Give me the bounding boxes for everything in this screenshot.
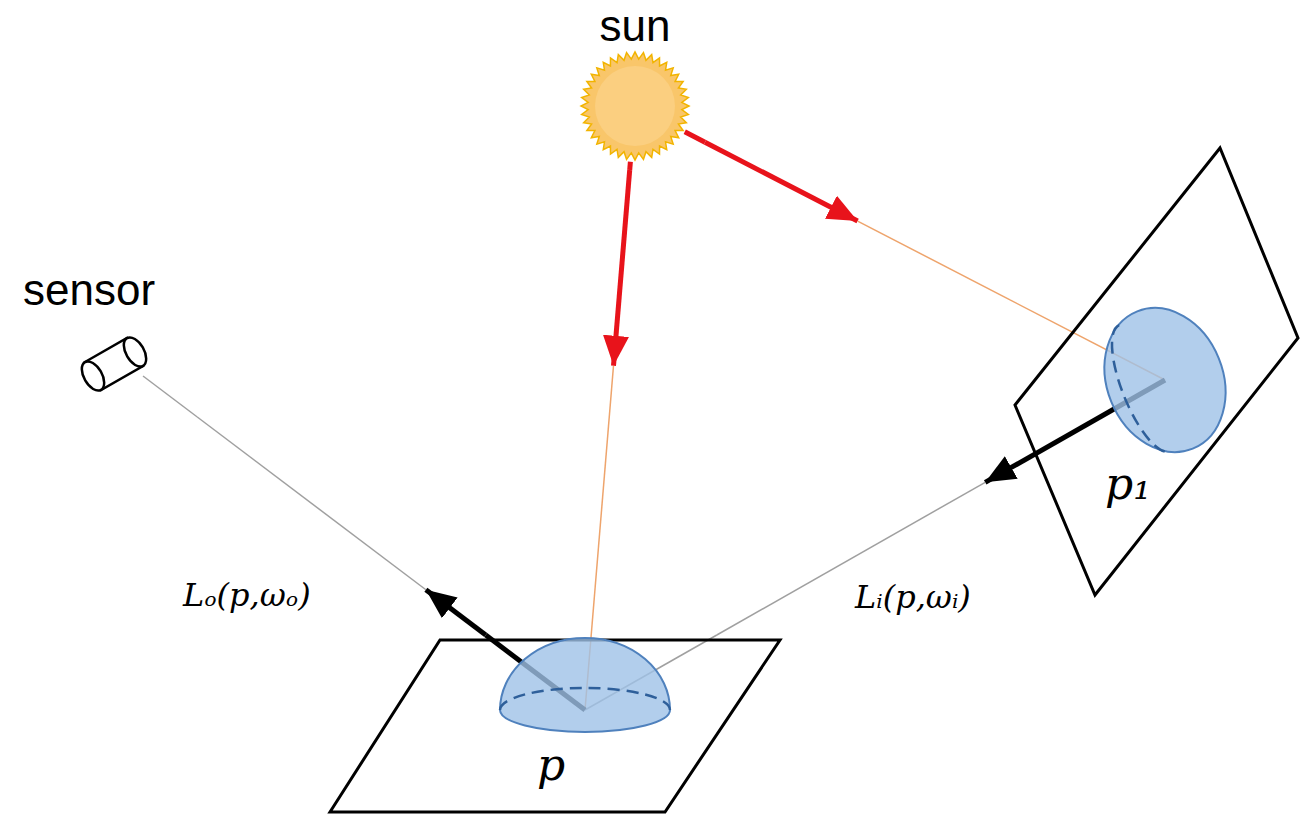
plane0-shape bbox=[325, 635, 787, 817]
hemisphere-base bbox=[500, 688, 670, 710]
hemisphere bbox=[1084, 290, 1247, 471]
ray-line bbox=[858, 221, 1010, 300]
ray-inner-segment bbox=[685, 132, 705, 142]
ray-line bbox=[717, 482, 985, 635]
ray-arrow bbox=[985, 468, 1010, 482]
light-ray bbox=[705, 142, 1010, 300]
ray-inner-segment bbox=[627, 162, 633, 170]
light-ray bbox=[717, 468, 1010, 635]
ray-arrow bbox=[426, 590, 486, 635]
plane1-shape bbox=[1010, 140, 1308, 602]
sun-node: sun bbox=[565, 2, 705, 170]
sun-disc bbox=[595, 66, 675, 146]
ray-arrow bbox=[705, 142, 858, 221]
ray-line bbox=[197, 417, 426, 590]
ray-line bbox=[591, 366, 613, 635]
sensor-icon bbox=[77, 334, 151, 395]
hemisphere bbox=[500, 638, 670, 732]
node-label: sensor bbox=[23, 268, 155, 312]
hemisphere-base bbox=[1099, 325, 1170, 459]
light-ray bbox=[591, 170, 629, 635]
radiance-label: Lₒ(p,ωₒ) bbox=[180, 578, 314, 613]
radiance-label: Lᵢ(p,ωᵢ) bbox=[852, 580, 974, 615]
surface-plane: p bbox=[325, 635, 787, 817]
ray-arrow bbox=[614, 170, 630, 366]
ray-inner-segment bbox=[143, 376, 197, 417]
surface-outline bbox=[1015, 148, 1298, 595]
node-label: p bbox=[537, 743, 565, 787]
surface-plane: p₁ bbox=[1010, 140, 1308, 602]
node-label: p₁ bbox=[1105, 462, 1151, 506]
sensor-node: sensor bbox=[15, 262, 215, 417]
node-label: sun bbox=[600, 4, 671, 48]
sun-rays bbox=[581, 52, 689, 160]
